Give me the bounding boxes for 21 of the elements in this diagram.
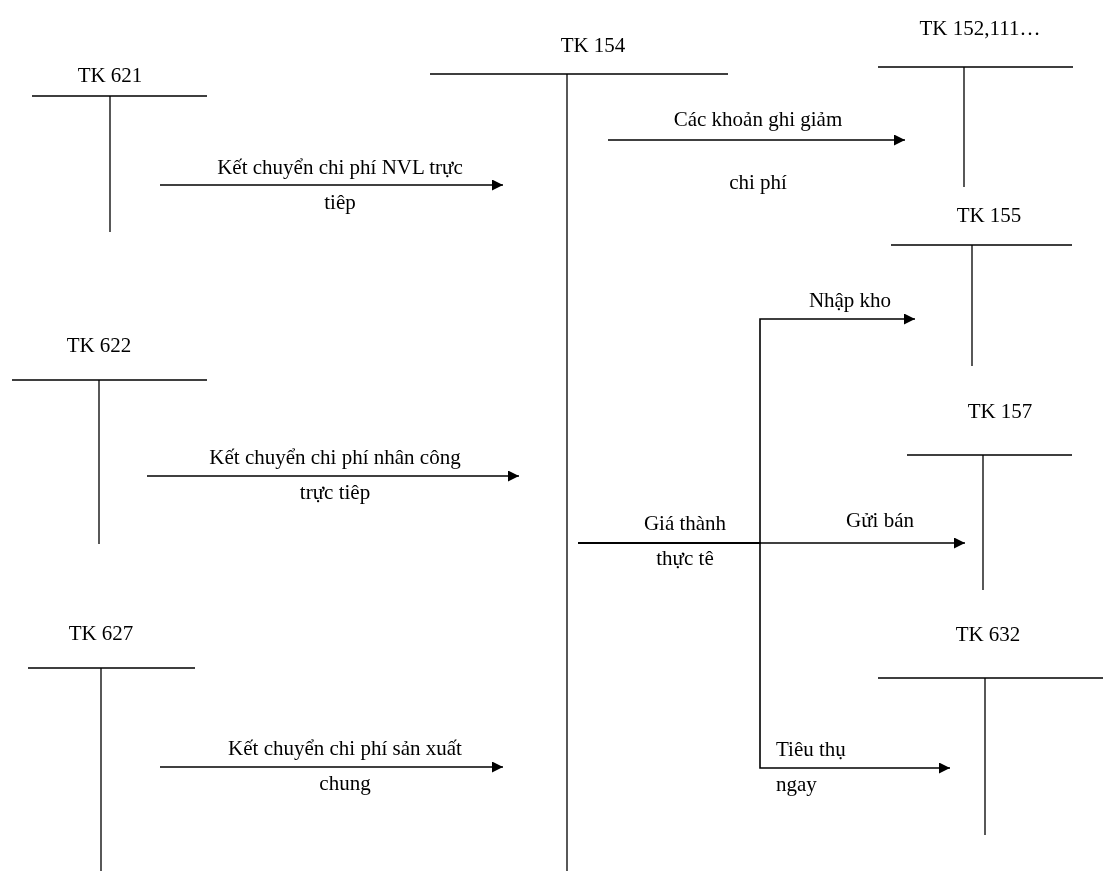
edge-label: Các khoản ghi giảm chi phí bbox=[672, 106, 844, 196]
arrow bbox=[577, 542, 951, 774]
arrow bbox=[146, 470, 520, 482]
account-title: TK 622 bbox=[66, 333, 132, 357]
account-title: TK 152,111… bbox=[919, 16, 1041, 40]
edge-label: Kết chuyển chi phí sản xuất chung bbox=[227, 735, 463, 797]
arrow bbox=[607, 134, 906, 146]
arrow bbox=[159, 179, 504, 191]
edge-label: Gửi bán bbox=[845, 507, 915, 533]
account-title: TK 154 bbox=[560, 33, 626, 57]
account-title: TK 621 bbox=[77, 63, 143, 87]
edge-label: Tiêu thụ ngay bbox=[776, 736, 847, 798]
account-title: TK 627 bbox=[68, 621, 134, 645]
note-text: Giá thành thực tê bbox=[642, 510, 728, 572]
account-title: TK 157 bbox=[967, 399, 1033, 423]
edge-label: Kết chuyển chi phí nhân công trực tiêp bbox=[208, 444, 462, 506]
account-title: TK 155 bbox=[956, 203, 1022, 227]
arrow bbox=[159, 761, 504, 773]
account-title: TK 632 bbox=[955, 622, 1021, 646]
edge-label: Kết chuyển chi phí NVL trực tiêp bbox=[216, 154, 464, 216]
edge-label: Nhập kho bbox=[807, 287, 893, 313]
